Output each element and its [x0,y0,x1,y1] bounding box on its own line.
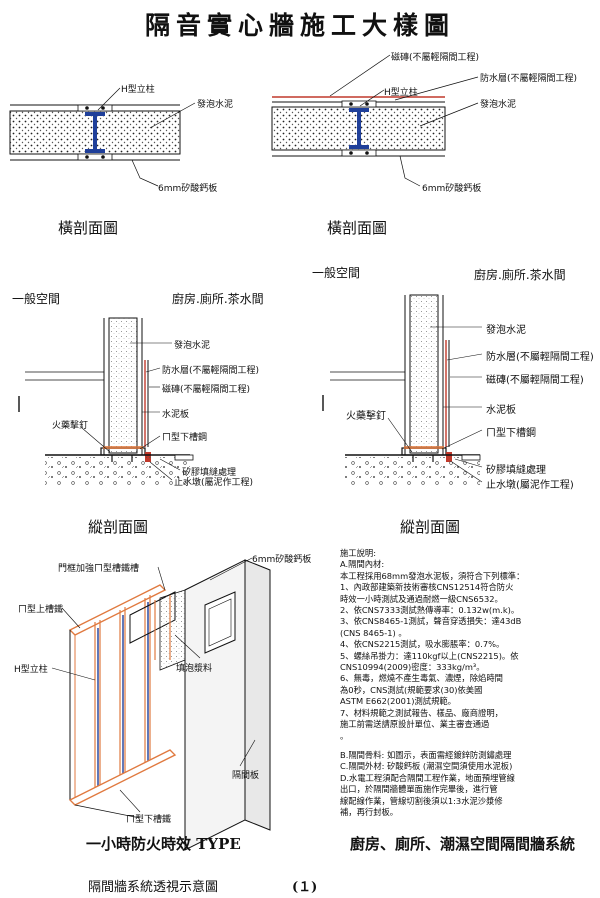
label-curb-mid-left: 止水墩(屬泥作工程) [174,478,254,488]
notes-line: 2、依CNS7333測試熱傳導率：0.132w(m.k)。 [340,605,520,616]
notes-b-line: B.隔間骨料: 如圖示，表面需經鍍鋅防測鏽處理 [340,749,512,760]
label-cement-board-mid-right: 水泥板 [486,405,516,416]
caption-longitudinal-right: 縱剖面圖 [400,518,461,536]
notes-line: (CNS 8465-1) 。 [340,627,407,638]
label-h-post-left: H型立柱 [121,85,155,95]
label-foam-cement-left: 發泡水泥 [197,100,234,110]
label-general-space-right: 一般空間 [312,266,361,280]
caption-cross-section-left: 橫剖面圖 [58,219,119,237]
label-persp-bottom-track: ㄇ型下槽鐵 [126,815,172,825]
label-tile-mid-right: 磁磚(不屬輕隔間工程) [486,375,584,386]
notes-d-line: 線配線作業，管線切割後須以1:3水泥沙漿修 [340,795,503,806]
label-u-track-mid-left: ㄇ型下槽鋼 [162,433,208,443]
notes-d-line: D.水電工程須配合隔間工程作業，地面預埋管線 [340,772,515,783]
label-waterproof-mid-left: 防水層(不屬輕隔間工程) [162,366,260,376]
footer-title: 隔間牆系統透視示意圖 [88,880,219,895]
label-wet-space-right: 廚房.廁所.茶水間 [474,268,566,282]
h-post-left [77,104,113,161]
construction-notes: 施工說明: A.隔間內材: 本工程採用68mm發泡水泥板，須符合下列標準： 1、… [340,548,590,818]
label-persp-fill: 填泡漿料 [176,664,213,674]
label-foam-cement-mid-right: 發泡水泥 [486,325,526,336]
notes-line: 時效一小時測試及通過耐燃一級CNS6532。 [340,593,503,604]
label-waterproof-mid-right: 防水層(不屬輕隔間工程) [486,352,594,363]
perspective-drawing [51,557,271,851]
notes-line: 1、內政部建築新技術審核CNS12514符合防火 [340,582,514,593]
caption-wet-space-system: 廚房、廁所、潮濕空間隔間牆系統 [350,835,576,853]
longitudinal-section-right [322,294,483,485]
label-fire-nail-mid-right: 火藥擊釘 [346,411,386,422]
notes-heading: 施工說明: [340,548,376,558]
label-fire-nail-mid-left: 火藥擊釘 [52,421,89,431]
label-silicone-mid-left: 矽膠填縫處理 [182,468,237,478]
notes-line: 為0秒，CNS測試(規範要求(30)依美國 [340,684,483,695]
page-title: 隔音實心牆施工大樣圖 [144,11,455,40]
h-post-right [341,100,377,157]
notes-d-line: 補，再行封板。 [340,806,399,817]
label-persp-door-frame: 門框加強ㄇ型槽鐵槽 [58,564,140,574]
label-board-right: 6mm矽酸鈣板 [422,184,482,194]
label-u-track-mid-right: ㄇ型下槽鋼 [486,428,536,439]
caption-fire-rating: 一小時防火時效 TYPE [86,835,241,853]
label-wet-space-left: 廚房.廁所.茶水間 [172,292,264,306]
label-foam-cement-right: 發泡水泥 [480,100,517,110]
notes-line: 。 [340,730,349,741]
page-number: (１) [292,880,318,895]
label-persp-partition: 隔間板 [232,771,260,781]
label-general-space-left: 一般空間 [12,292,61,306]
label-tile-right: 磁磚(不屬輕隔間工程) [391,53,480,63]
caption-cross-section-right: 橫剖面圖 [327,219,388,237]
label-persp-top-track: ㄇ型上槽鐵 [18,605,64,615]
notes-c-line: C.隔間外材: 矽酸鈣板 (潮濕空間須使用水泥板) [340,761,513,772]
notes-line: 7、材料規範之測試報告、樣品、廠商證明， [340,707,503,718]
label-waterproof-right: 防水層(不屬輕隔間工程) [480,74,578,84]
notes-a-title: A.隔間內材: [340,559,385,570]
notes-line: 4、依CNS2215測試，吸水膨脹率：0.7%。 [340,639,505,650]
label-tile-mid-left: 磁磚(不屬輕隔間工程) [162,385,251,395]
notes-line: 6、無毒，燃燒不產生毒氣、濃煙，除焰時間 [340,673,503,684]
label-persp-board: 6mm矽酸鈣板 [252,555,312,565]
cross-section-right [271,54,479,187]
notes-line: 本工程採用68mm發泡水泥板，須符合下列標準： [340,570,525,581]
label-silicone-mid-right: 矽膠填縫處理 [486,465,546,476]
longitudinal-section-left [18,317,194,485]
label-h-post-right: H型立柱 [384,88,418,98]
notes-line: 3、依CNS8465-1測試，聲音穿透損失：達43dB [340,616,522,627]
label-persp-h-post: H型立柱 [14,665,48,675]
label-curb-mid-right: 止水墩(屬泥作工程) [486,480,574,491]
label-board-left: 6mm矽酸鈣板 [158,184,218,194]
notes-line: 5、螺絲吊掛力：達110kgf以上(CNS2215)。依 [340,650,519,661]
notes-line: CNS10994(2009)密度：333kg/m³。 [340,662,485,673]
label-cement-board-mid-left: 水泥板 [162,410,190,420]
notes-d-line: 出口，於隔間牆體單面施作完畢後，進行管 [340,784,498,795]
notes-line: 施工前需送請原設計單位、業主審查通過 [340,719,490,730]
label-foam-cement-mid-left: 發泡水泥 [174,341,211,351]
notes-line: ASTM E662(2001)測試規範。 [340,696,456,707]
caption-longitudinal-left: 縱剖面圖 [88,518,149,536]
cross-section-left [9,87,196,187]
